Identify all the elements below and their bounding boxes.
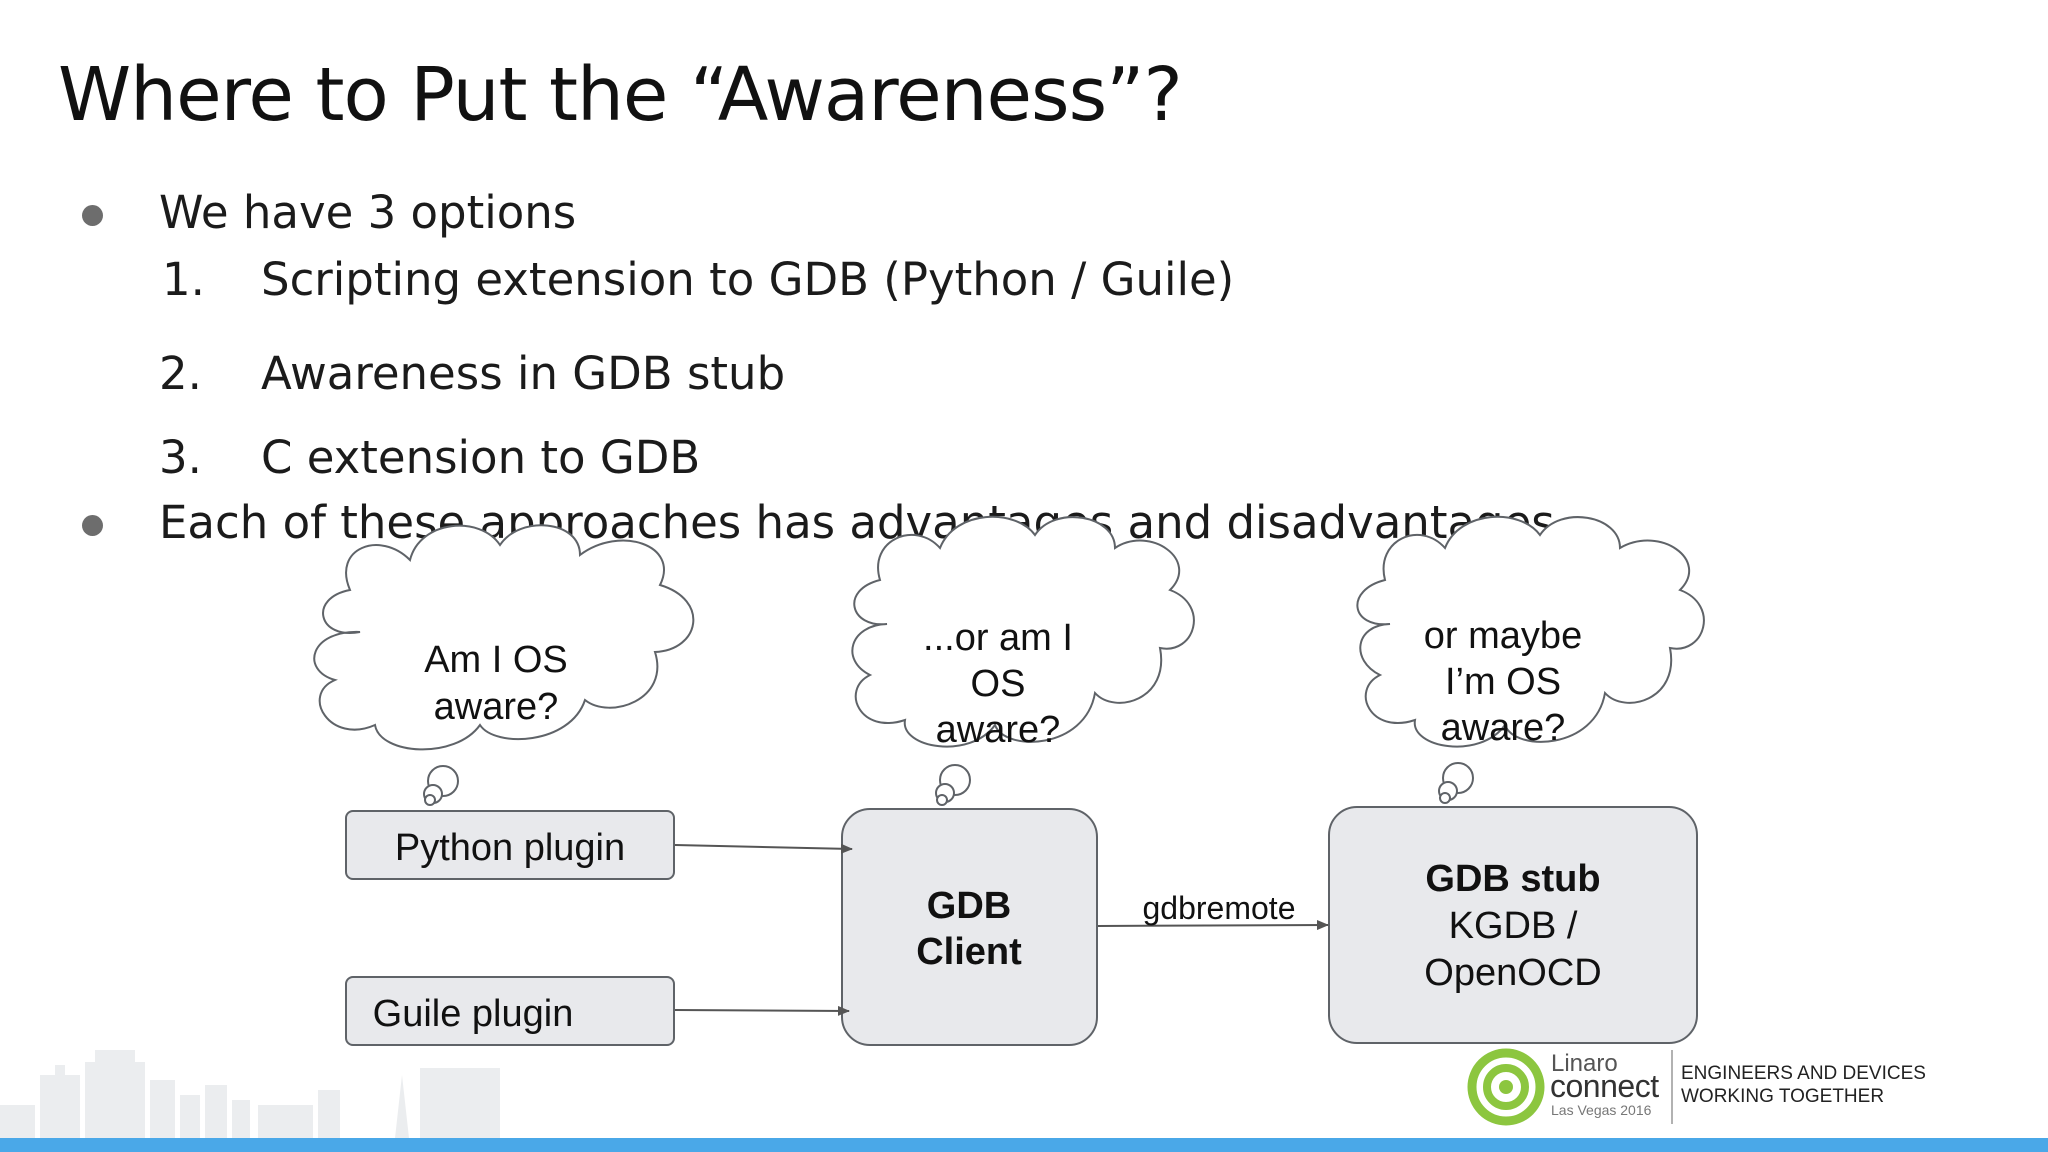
guile-plugin-label: Guile plugin (373, 993, 574, 1035)
cloud-3-line-3: aware? (1441, 707, 1566, 749)
bullet-dot (82, 515, 103, 536)
tagline-line-2: WORKING TOGETHER (1681, 1086, 1885, 1107)
cloud-2-line-2: OS (971, 663, 1026, 705)
gdbremote-label: gdbremote (1143, 890, 1296, 926)
gdb-client-box: GDB Client (841, 808, 1098, 1046)
bullet-options: We have 3 options (159, 186, 577, 239)
option-2-text: Awareness in GDB stub (261, 347, 786, 400)
logo-linaro-text: Linaro (1551, 1050, 1618, 1077)
option-1-number: 1. (162, 253, 205, 306)
gdb-stub-box: GDB stub KGDB / OpenOCD (1328, 806, 1698, 1044)
skyline-watermark (0, 1050, 500, 1138)
gdb-stub-line-2: KGDB / (1449, 905, 1578, 947)
arrow-client-to-stub (1097, 920, 1329, 931)
bullet-dot (82, 205, 103, 226)
python-plugin-label: Python plugin (395, 827, 625, 869)
accent-bar (0, 1138, 2048, 1152)
gdb-stub-line-3: OpenOCD (1424, 952, 1601, 994)
cloud-3-line-1: or maybe (1424, 615, 1582, 657)
logo-connect-text: connect (1550, 1068, 1659, 1104)
option-3-text: C extension to GDB (261, 431, 701, 484)
gdb-stub-line-1: GDB stub (1425, 858, 1600, 900)
bullet-approaches: Each of these approaches has advantages … (159, 496, 1555, 549)
cloud-2-line-3: aware? (936, 709, 1061, 751)
cloud-2-line-1: ...or am I (923, 617, 1073, 659)
cloud-1-line-2: aware? (434, 686, 559, 728)
arrow-python-to-client (674, 843, 853, 854)
tagline-line-1: ENGINEERS AND DEVICES (1681, 1063, 1926, 1084)
logo-event-text: Las Vegas 2016 (1551, 1102, 1652, 1118)
thought-cloud-1: Am I OS aware? (313, 524, 695, 806)
guile-plugin-box: Guile plugin (345, 976, 675, 1046)
gdb-client-line-1: GDB (927, 885, 1011, 927)
thought-cloud-2: ...or am I OS aware? (851, 515, 1195, 806)
option-2-number: 2. (159, 347, 202, 400)
python-plugin-box: Python plugin (345, 810, 675, 880)
gdb-client-line-2: Client (916, 931, 1022, 973)
thought-cloud-3: or maybe I’m OS aware? (1356, 515, 1705, 804)
slide-title: Where to Put the “Awareness”? (58, 52, 1183, 138)
arrow-guile-to-client (674, 1005, 850, 1016)
option-1-text: Scripting extension to GDB (Python / Gui… (261, 253, 1235, 306)
cloud-1-line-1: Am I OS (424, 639, 568, 681)
cloud-3-line-2: I’m OS (1445, 661, 1561, 703)
option-3-number: 3. (159, 431, 202, 484)
